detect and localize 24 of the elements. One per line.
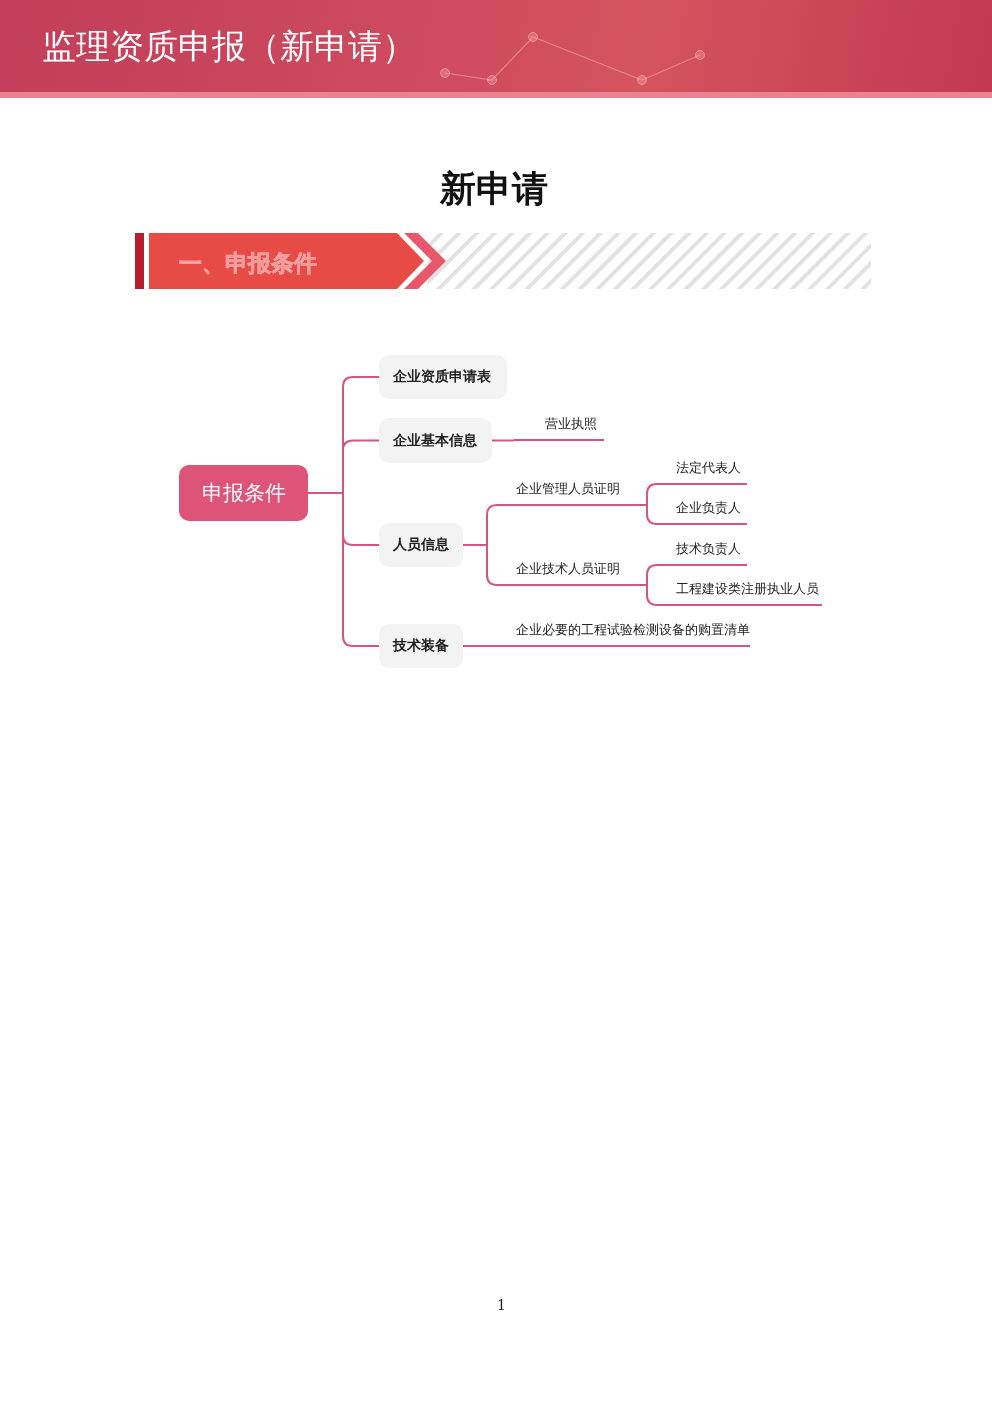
connector-line — [307, 492, 380, 647]
section-heading: 一、申报条件 — [179, 249, 317, 278]
root-topic-box: 申报条件 — [179, 465, 308, 521]
subtopic-label: 营业执照 — [514, 410, 604, 441]
topic-box: 企业资质申请表 — [379, 355, 507, 399]
header-title: 监理资质申报（新申请） — [42, 25, 416, 67]
connector-line — [462, 645, 488, 647]
subtopic-label: 企业必要的工程试验检测设备的购置清单 — [487, 617, 750, 647]
subtopic-label: 企业技术人员证明 — [497, 556, 647, 586]
connector-line — [646, 564, 658, 586]
topic-box: 技术装备 — [379, 624, 463, 668]
subtopic-label: 企业管理人员证明 — [497, 476, 647, 506]
connector-line — [646, 504, 658, 525]
subtopic-label: 企业负责人 — [657, 495, 747, 525]
topic-box: 人员信息 — [379, 523, 463, 567]
connector-line — [646, 584, 658, 606]
connector-line — [491, 439, 515, 442]
page-number: 1 — [497, 1296, 506, 1314]
topic-box: 企业基本信息 — [379, 418, 492, 463]
connector-line — [646, 483, 658, 506]
subtopic-label: 工程建设类注册执业人员 — [657, 576, 822, 606]
subtopic-label: 法定代表人 — [657, 455, 747, 485]
subtopic-label: 技术负责人 — [657, 536, 747, 566]
page-subtitle: 新申请 — [440, 166, 548, 210]
